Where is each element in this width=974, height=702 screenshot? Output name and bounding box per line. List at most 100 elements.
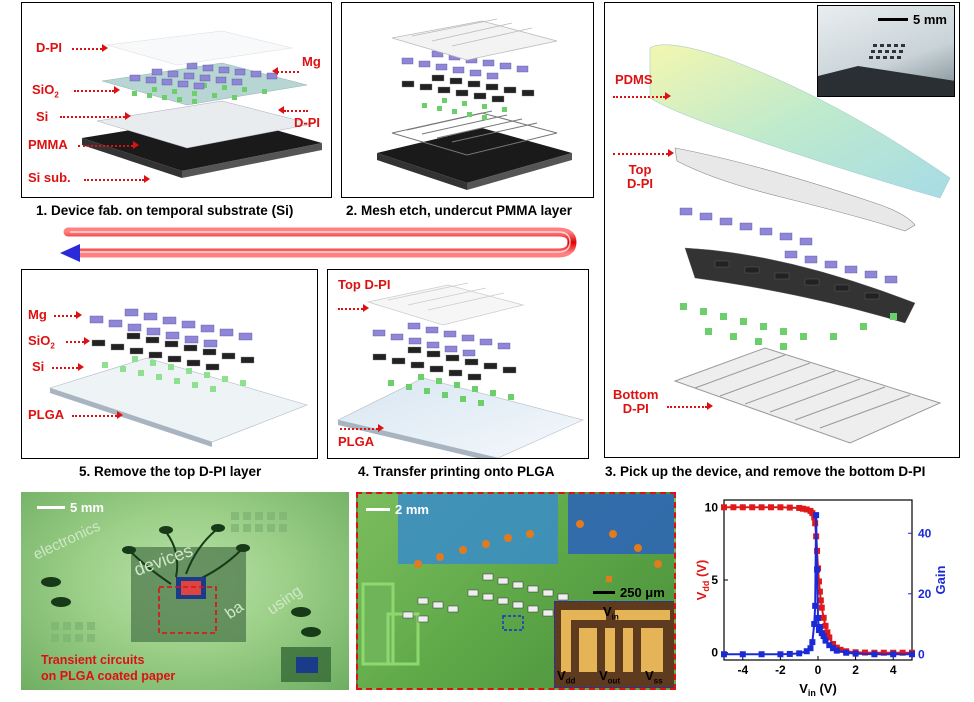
gain-point [890, 651, 897, 658]
label-si: Si [32, 359, 45, 374]
scale-bar-250um: 250 μm [593, 585, 665, 600]
vout-point [818, 604, 825, 611]
arrow-bottom-d-pi [667, 406, 707, 408]
vout-point [816, 588, 823, 595]
arrow-plga [340, 428, 378, 430]
arrow-head [117, 411, 123, 419]
gain-point [822, 637, 829, 644]
panel-step-5: Mg SiO2 Si PLGA [21, 269, 318, 459]
gain-point [813, 512, 820, 519]
vout-point [837, 646, 844, 653]
label-top-d-pi: Top D-PI [338, 277, 391, 292]
panel-step-4: Top D-PI PLGA [327, 269, 589, 459]
zoom-pattern [361, 494, 674, 666]
inverter-inset: Vin Vdd Vout Vss [554, 601, 674, 688]
vout-point [809, 510, 816, 517]
label-pmma: PMMA [28, 137, 68, 152]
vout-point [880, 649, 887, 656]
arrow-top-d-pi [338, 308, 363, 310]
label-vdd: Vdd [557, 668, 576, 686]
vout-point [803, 506, 810, 513]
caption-step-2: 2. Mesh etch, undercut PMMA layer [346, 203, 573, 218]
arrow-head [84, 337, 90, 345]
vout-point [796, 505, 803, 511]
gain-point [826, 642, 833, 649]
vout-point [820, 614, 827, 621]
inset-photo-device: 5 mm [817, 5, 955, 97]
label-vout: Vout [599, 668, 621, 686]
arrow-mg [277, 71, 299, 73]
gain-point [852, 650, 859, 657]
y-right-axis-label: Gain [933, 565, 948, 594]
gain-point [830, 645, 837, 652]
inset-device-array [818, 44, 954, 96]
vout-point [899, 649, 906, 656]
arrow-head [114, 86, 120, 94]
scale-bar-photo2: 2 mm [366, 502, 429, 517]
vout-point [739, 504, 746, 511]
arrow-head [125, 112, 131, 120]
vout-point [862, 649, 868, 656]
vout-point [815, 578, 822, 585]
arrow-head [668, 149, 674, 157]
photo1-caption-line1: Transient circuits [41, 653, 145, 667]
arrow-head [378, 424, 384, 432]
photo-zoom-circuit: 2 mm 250 μm Vin Vdd Vout Vss [356, 492, 676, 690]
arrow-head [363, 304, 369, 312]
label-vin: Vin [603, 604, 619, 622]
panel-step-1: D-PI SiO2 Si PMMA Si sub. Mg D-PI [21, 2, 332, 198]
gain-point [833, 647, 840, 654]
removed-top-illustration [49, 308, 308, 447]
arrow-head [144, 175, 150, 183]
vout-point [830, 641, 837, 647]
vout-point [749, 504, 756, 511]
arrow-si [60, 116, 125, 118]
y-left-axis-label: Vdd (V) [694, 560, 711, 601]
gain-point [843, 649, 850, 656]
label-d-pi: D-PI [36, 40, 62, 55]
arrow-mg [54, 315, 76, 317]
scale-bar-inset: 5 mm [878, 12, 947, 27]
arrow-head [707, 402, 713, 410]
x-tick-label: -4 [737, 663, 748, 677]
gain-point [818, 630, 825, 637]
label-vss: Vss [645, 668, 663, 686]
photo-circuits-on-paper: devices electronics using ba 5 mm Transi… [21, 492, 349, 690]
label-d-pi-right: D-PI [294, 115, 320, 130]
vout-point [799, 505, 806, 512]
gain-point [807, 645, 814, 652]
arrow-head [102, 44, 108, 52]
label-si: Si [36, 109, 49, 124]
arrow-sio2 [66, 341, 84, 343]
vout-point [777, 504, 784, 511]
scale-bar-photo1: 5 mm [37, 500, 104, 515]
vout-point [826, 634, 833, 641]
arrow-pmma [78, 145, 133, 147]
process-flow-arrow [60, 227, 577, 262]
arrow-si-sub [84, 179, 144, 181]
gain-point [796, 650, 803, 657]
label-plga: PLGA [28, 407, 65, 422]
x-tick-label: -2 [775, 663, 786, 677]
label-sio2: SiO2 [28, 333, 55, 351]
vout-point [824, 629, 831, 636]
label-sio2: SiO2 [32, 82, 59, 100]
y-left-tick-label: 0 [711, 646, 718, 660]
gain-point [739, 651, 746, 658]
x-axis-label: Vin (V) [799, 681, 837, 698]
caption-step-3: 3. Pick up the device, and remove the bo… [605, 464, 926, 479]
exploded-stack-illustration-2 [377, 18, 572, 190]
gain-point [786, 650, 793, 657]
transfer-illustration [337, 282, 584, 458]
arrow-top-d-pi [613, 153, 668, 155]
caption-step-4: 4. Transfer printing onto PLGA [358, 464, 555, 479]
vout-point [730, 504, 737, 511]
x-tick-label: 0 [815, 663, 822, 677]
gain-point [777, 651, 784, 658]
inverter-electrodes [561, 610, 670, 672]
y-right-tick-label: 0 [918, 647, 925, 661]
y-right-tick-label: 20 [918, 587, 932, 601]
vout-point [786, 504, 793, 511]
